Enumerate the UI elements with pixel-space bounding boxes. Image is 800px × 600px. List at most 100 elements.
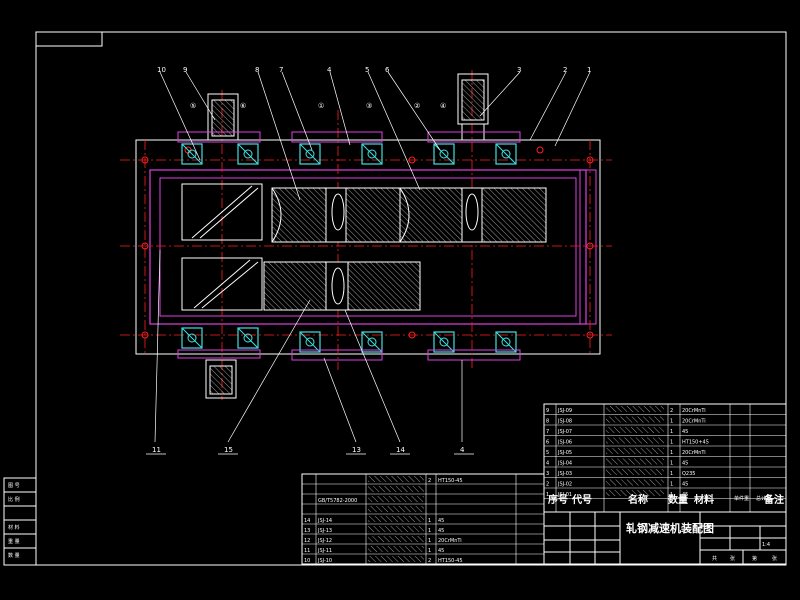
output-gear-upper [399, 187, 547, 243]
parts-lower-cell: 10 [304, 558, 310, 564]
left-block-label-5: 数 量 [8, 552, 20, 559]
parts-upper-cell: 1 [670, 429, 673, 435]
bearing [299, 143, 321, 165]
parts-upper-cell: JSJ-03 [557, 471, 572, 477]
circle-mark-3: ③ [366, 102, 372, 110]
balloon-top-1: 9 [183, 66, 187, 74]
bolt-mark [408, 156, 416, 164]
name-cell-fill [606, 406, 664, 412]
parts-upper-cell: 6 [546, 440, 549, 446]
balloon-bottom-0: 11 [152, 446, 161, 454]
bolt-mark [586, 242, 594, 250]
parts-upper-cell: 1 [670, 440, 673, 446]
parts-upper-cell: 1 [670, 482, 673, 488]
parts-header-4: 材料 [694, 493, 714, 506]
parts-upper-cell: JSJ-02 [557, 482, 572, 488]
circle-mark-2: ① [318, 102, 324, 110]
parts-upper-cell: 1 [670, 461, 673, 467]
parts-lower-cell: 2 [428, 478, 431, 484]
bolt-mark [141, 242, 149, 250]
parts-lower-cell: 12 [304, 538, 310, 544]
circle-mark-5: ④ [440, 102, 446, 110]
parts-upper-cell: 8 [546, 419, 549, 425]
balloon-top-7: 3 [517, 66, 521, 74]
name-cell-fill [368, 536, 424, 542]
left-block-label-0: 图 号 [8, 483, 20, 489]
parts-lower-cell: JSJ-13 [317, 528, 332, 534]
bearing [237, 327, 259, 349]
bearing [299, 331, 321, 353]
parts-upper-cell: JSJ-01 [557, 492, 572, 498]
sheet-total-unit: 张 [730, 555, 735, 562]
sheet-total-label: 共 [712, 555, 717, 562]
bearing-caps [177, 131, 521, 361]
balloon-top-6: 6 [385, 66, 390, 74]
name-cell-fill [368, 506, 424, 512]
left-block-label-4: 重 量 [8, 538, 20, 545]
circle-mark-1: ⑥ [240, 102, 246, 110]
parts-upper-cell: JSJ-05 [557, 450, 572, 456]
bearing [495, 143, 517, 165]
balloon-top-3: 7 [279, 66, 283, 74]
parts-upper-cell: 1 [546, 492, 549, 498]
parts-lower-cell: 2 [428, 558, 431, 564]
parts-header-2: 名称 [628, 493, 648, 506]
parts-lower-cell: 1 [428, 548, 431, 554]
parts-upper-cell: 7 [546, 429, 549, 435]
parts-upper-cell: 45 [682, 482, 688, 488]
parts-lower-cell: 13 [304, 528, 310, 534]
input-shaft-gears [181, 183, 263, 311]
shafts [205, 73, 489, 399]
bearing [181, 143, 203, 165]
name-cell-fill [606, 437, 664, 444]
parts-upper-cell: 45 [682, 461, 688, 467]
leader-lines [154, 71, 591, 443]
balloon-top-2: 8 [255, 66, 259, 74]
parts-upper-cell: 45 [682, 429, 688, 435]
parts-header-7: 备注 [763, 493, 784, 506]
bolt-mark [141, 331, 149, 339]
parts-lower-cell: 1 [428, 528, 431, 534]
parts-header-0: 序号 [548, 493, 568, 506]
parts-upper-cell: 5 [546, 450, 549, 456]
housing [135, 139, 601, 355]
parts-lower-cell: HT150-45 [438, 478, 463, 484]
parts-upper-cell: 1 [670, 419, 673, 425]
drawing-title: 轧钢减速机装配图 [626, 521, 714, 535]
parts-lower-cell: 20CrMnTi [438, 538, 462, 544]
name-cell-fill [606, 469, 664, 475]
name-cell-fill [606, 427, 664, 433]
name-cell-fill [368, 556, 424, 562]
parts-upper-cell: JSJ-09 [557, 408, 572, 414]
left-side-block: 图 号 比 例 材 料 重 量 数 量 [3, 477, 37, 566]
bolt-mark [141, 156, 149, 164]
parts-upper-cell: 2 [546, 482, 549, 488]
parts-lower-cell: 14 [304, 518, 310, 524]
parts-upper-cell: JSJ-07 [557, 429, 572, 435]
parts-upper-cell: 9 [546, 408, 549, 414]
parts-upper-cell: Q235 [682, 471, 695, 477]
balloon-top-0: 10 [157, 66, 166, 74]
parts-upper-cell: 1 [670, 471, 673, 477]
parts-upper-cell: 3 [546, 471, 549, 477]
name-cell-fill [606, 416, 664, 423]
intermediate-gear-lower [263, 261, 421, 311]
bolt-mark [408, 331, 416, 339]
parts-header-3: 数量 [668, 493, 688, 506]
parts-upper-cell: 2 [670, 408, 673, 414]
name-cell-fill [368, 526, 424, 532]
name-cell-fill [368, 486, 424, 492]
name-cell-fill [606, 479, 664, 486]
parts-lower-cell: 45 [438, 518, 444, 524]
parts-header-6: 总计重 [756, 495, 771, 502]
name-cell-fill [606, 458, 664, 465]
circle-mark-0: ⑤ [190, 102, 196, 110]
balloon-top-9: 1 [587, 66, 591, 74]
parts-upper-cell: JSJ-04 [557, 461, 572, 467]
parts-lower-cell: 11 [304, 548, 310, 554]
name-cell-fill [606, 490, 664, 496]
